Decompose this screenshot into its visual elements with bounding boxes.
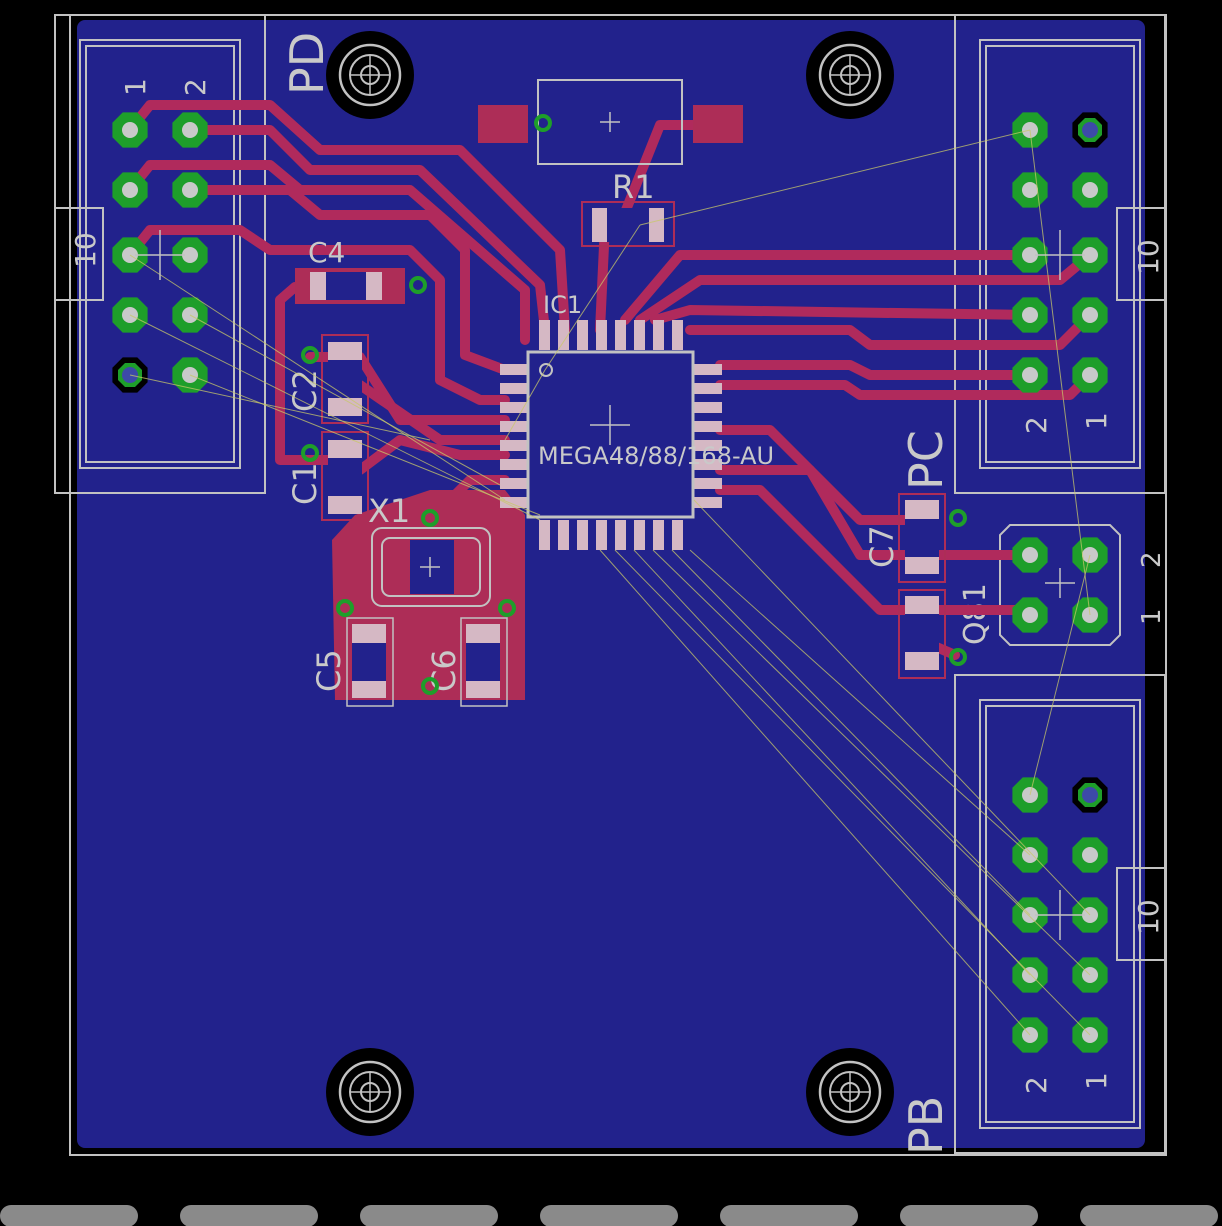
- toolbar-segment[interactable]: [1080, 1205, 1218, 1226]
- board-outline: [69, 14, 1167, 1156]
- toolbar-segment[interactable]: [180, 1205, 318, 1226]
- toolbar-segment[interactable]: [720, 1205, 858, 1226]
- toolbar-segment[interactable]: [540, 1205, 678, 1226]
- ic1-pins-left: [500, 364, 528, 508]
- connector-pc[interactable]: PC 2 1 10: [899, 14, 1166, 494]
- capacitor-c5[interactable]: C5: [310, 617, 394, 707]
- c2-label: C2: [286, 369, 324, 412]
- c1-label: C1: [286, 462, 324, 505]
- tht-pad-icon[interactable]: [1072, 237, 1108, 273]
- capacitor-c7[interactable]: C7: [863, 493, 946, 583]
- q81-pin1-label: 1: [1137, 608, 1167, 625]
- c6-label: C6: [425, 649, 463, 692]
- toolbar-segment[interactable]: [900, 1205, 1038, 1226]
- pd-pin2-label: 2: [179, 78, 212, 96]
- connector-pd[interactable]: PD 1 2 10: [54, 14, 334, 494]
- c5-label: C5: [310, 649, 348, 692]
- tht-pad-icon[interactable]: [172, 172, 208, 208]
- capacitor-c2[interactable]: C2: [286, 334, 369, 424]
- capacitor-c4[interactable]: C4: [295, 236, 405, 304]
- tht-pad-icon[interactable]: [172, 237, 208, 273]
- pb-pin2-label: 2: [1020, 1076, 1053, 1094]
- q81-pin2-label: 2: [1137, 551, 1167, 568]
- connector-pc-label: PC: [899, 430, 953, 490]
- c7-label: C7: [863, 525, 901, 568]
- c4-label: C4: [308, 236, 345, 269]
- airwires: [129, 129, 1091, 1036]
- ic1-value: MEGA48/88/168-AU: [538, 442, 774, 470]
- tht-pad-icon[interactable]: [1072, 837, 1108, 873]
- tht-pad-icon[interactable]: [172, 112, 208, 148]
- capacitor-c6[interactable]: C6: [425, 617, 508, 707]
- connector-crosshairs: [135, 230, 1085, 940]
- ic1-pin1-marker: [539, 363, 553, 377]
- mounting-holes: [326, 31, 894, 1136]
- pb-pin10-label: 10: [1132, 899, 1165, 935]
- tht-pad-icon[interactable]: [1012, 597, 1048, 633]
- mounting-hole-icon: [806, 1048, 894, 1136]
- vias: [301, 114, 967, 695]
- pc-pin1-label: 1: [1080, 412, 1113, 430]
- connector-pd-label: PD: [280, 32, 334, 95]
- tht-pad-icon[interactable]: [1072, 777, 1108, 813]
- capacitor-c1[interactable]: C1: [286, 431, 369, 521]
- tht-pad-icon[interactable]: [1012, 537, 1048, 573]
- mounting-hole-icon: [326, 1048, 414, 1136]
- ic1-pins-bottom: [539, 520, 683, 550]
- connector-pb[interactable]: PB 2 1 10: [899, 674, 1166, 1155]
- pc-pin10-label: 10: [1132, 239, 1165, 275]
- ic1-label: IC1: [543, 291, 582, 319]
- tht-pad-icon[interactable]: [1012, 237, 1048, 273]
- x1-label: X1: [368, 492, 410, 530]
- r1-label: R1: [612, 168, 655, 206]
- pb-pin1-label: 1: [1080, 1072, 1113, 1090]
- tht-pad-icon[interactable]: [1072, 112, 1108, 148]
- mounting-hole-icon: [806, 31, 894, 119]
- tht-pad-icon[interactable]: [1012, 297, 1048, 333]
- bottom-toolbar[interactable]: [0, 1205, 1218, 1226]
- ic1-pins-right: [694, 364, 722, 508]
- tht-pad-icon[interactable]: [112, 172, 148, 208]
- crystal-x1[interactable]: X1: [368, 492, 491, 607]
- toolbar-segment[interactable]: [360, 1205, 498, 1226]
- tht-pad-icon[interactable]: [1012, 172, 1048, 208]
- pd-pin1-label: 1: [119, 78, 152, 96]
- toolbar-segment[interactable]: [0, 1205, 138, 1226]
- tht-pads[interactable]: [112, 112, 1108, 1053]
- capacitor-c8[interactable]: [898, 589, 946, 679]
- ic1-mega[interactable]: IC1 MEGA48/88/168-AU: [500, 291, 774, 550]
- ic1-pins-top: [539, 320, 683, 350]
- connector-pb-label: PB: [899, 1096, 953, 1155]
- tht-pad-icon[interactable]: [1072, 357, 1108, 393]
- pc-pin2-label: 2: [1020, 416, 1053, 434]
- pd-pin10-label: 10: [69, 232, 102, 268]
- tht-pad-icon[interactable]: [1072, 297, 1108, 333]
- tht-pad-icon[interactable]: [112, 112, 148, 148]
- tht-pad-icon[interactable]: [1012, 357, 1048, 393]
- crosshair-origin-icon: [590, 405, 630, 445]
- mounting-hole-icon: [326, 31, 414, 119]
- tht-pad-icon[interactable]: [1072, 172, 1108, 208]
